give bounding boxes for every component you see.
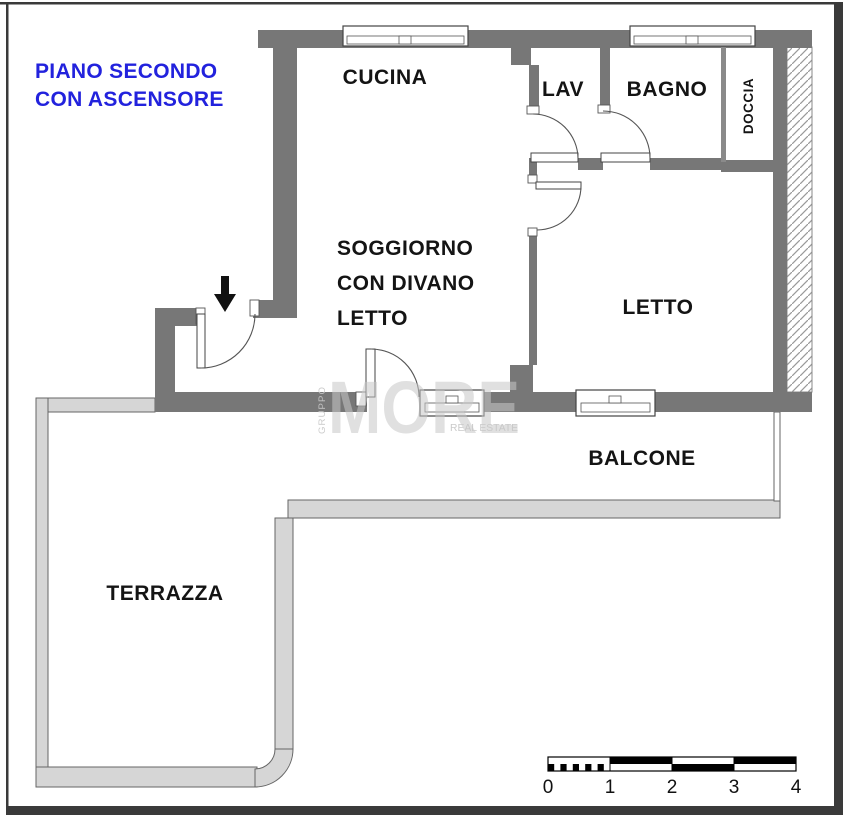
scale-check [548, 764, 555, 771]
frame-left [6, 2, 9, 815]
window-letto-balcony [575, 389, 656, 417]
label-lav: LAV [542, 78, 584, 101]
window-bagno [629, 25, 756, 47]
scale-check [572, 764, 579, 771]
wall-sogg-letto-lower [529, 229, 537, 365]
watermark-more: MORE [328, 366, 520, 449]
entrance-arrow-icon [214, 276, 236, 312]
wall-lav-bagno [600, 45, 610, 112]
windows [342, 25, 756, 417]
watermark-real-estate: REAL ESTATE [450, 422, 518, 434]
label-bagno: BAGNO [627, 78, 708, 101]
scale-label-1: 1 [605, 777, 616, 798]
scale-label-2: 2 [667, 777, 678, 798]
label-soggiorno-line2: CON DIVANO [337, 272, 475, 295]
hatch-area [786, 46, 813, 393]
scale-label-0: 0 [543, 777, 554, 798]
window-soggiorno-balcony [419, 389, 485, 417]
terrace-railing-top [35, 397, 156, 413]
scale-check [585, 764, 592, 771]
labels: PIANO SECONDO CON ASCENSORE CUCINA LAV B… [35, 60, 756, 605]
door-bagno [597, 104, 651, 163]
label-terrazza: TERRAZZA [106, 582, 223, 605]
watermark: GRUPPO MORE REAL ESTATE [317, 366, 520, 449]
plan-title-line2: CON ASCENSORE [35, 88, 224, 111]
wall-bottom-b [483, 392, 576, 412]
walls [155, 30, 812, 412]
balcony-right-edge [773, 411, 781, 502]
wall-doccia-partition [721, 47, 726, 162]
wall-bagno-bottom-b [650, 158, 721, 170]
wall-pilaster-top [511, 45, 531, 65]
label-cucina: CUCINA [343, 66, 428, 89]
door-letto [527, 174, 582, 237]
wall-bottom-c [655, 392, 812, 412]
wall-entry-right [253, 300, 297, 318]
page-frame [0, 2, 843, 815]
scale-bar: 0 1 2 3 4 [543, 756, 802, 798]
terrace-railing-left [35, 397, 49, 788]
label-doccia: DOCCIA [741, 78, 756, 134]
scale-segment [734, 757, 796, 764]
label-soggiorno-line1: SOGGIORNO [337, 237, 473, 260]
scale-label-4: 4 [791, 777, 802, 798]
party-wall-hatch [786, 46, 813, 393]
label-soggiorno-line3: LETTO [337, 307, 408, 330]
terrace-railing-rounded-corner [254, 748, 294, 788]
scale-check [597, 764, 604, 771]
balcony-railing-band [287, 499, 781, 519]
wall-left-lower [155, 326, 175, 398]
scale-segment [672, 764, 734, 771]
terrace-railing-right [274, 517, 294, 750]
door-balcony [355, 348, 420, 407]
plan-title-line1: PIANO SECONDO [35, 60, 217, 83]
window-cucina [342, 25, 469, 47]
scale-label-3: 3 [729, 777, 740, 798]
watermark-gruppo: GRUPPO [317, 386, 327, 434]
wall-right [773, 48, 787, 392]
scale-check [560, 764, 567, 771]
door-lav [526, 105, 579, 163]
wall-bagno-bottom-a [578, 158, 603, 170]
terrace-railing-bottom [35, 766, 258, 788]
wall-entry-left [155, 308, 198, 326]
frame-bottom [6, 806, 843, 815]
wall-sogg-letto-upper [529, 158, 537, 183]
doors [195, 104, 651, 407]
wall-pilaster-bottom [510, 365, 533, 392]
balcony-railing [287, 411, 781, 519]
scale-segment [610, 757, 672, 764]
wall-kitchen-left [273, 48, 297, 300]
wall-bottom-a [155, 392, 367, 412]
label-letto: LETTO [623, 296, 694, 319]
terrace-railing [35, 397, 294, 788]
label-balcone: BALCONE [588, 447, 695, 470]
wall-doccia-bottom [721, 160, 773, 172]
wall-cucina-lav [529, 65, 539, 113]
frame-right [834, 2, 843, 815]
frame-top [0, 2, 843, 5]
door-entrance [195, 299, 260, 369]
